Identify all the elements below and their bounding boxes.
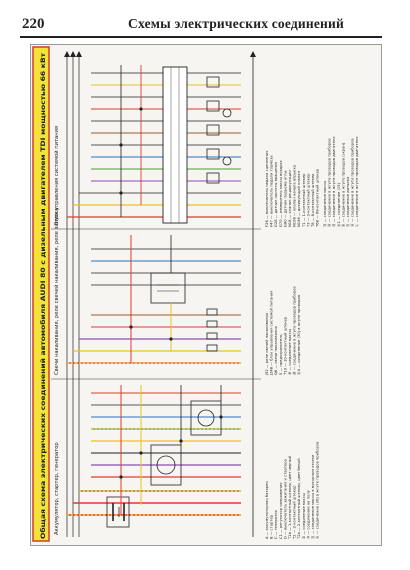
glow-relay-symbol	[150, 272, 186, 304]
power-bus	[64, 51, 82, 537]
legend-item: Т1 — 1-контактный штекер	[302, 173, 306, 228]
legend-item: Ⓐ4 — соединение (30) в жгуте проводов	[296, 295, 301, 375]
legend-item: Т2 — 2-контактный штекер	[293, 485, 297, 540]
alternator-symbol	[190, 400, 222, 436]
legend-item: D — выключатель зажигания и стартера	[283, 459, 287, 539]
legend-item: В — стартер	[270, 514, 274, 539]
legend-item: N18 — клапан рециркуляции	[288, 170, 292, 227]
legend-item: ⑬ — соединение массы	[322, 181, 327, 227]
glow-plugs	[206, 308, 218, 352]
engine-ecu-section	[67, 51, 256, 224]
legend-item: Т10 — 10-контактный штекер	[283, 316, 287, 376]
legend-item: Т68 — 68-контактный штекер	[316, 168, 320, 228]
legend-item: Т3 — 3-контактный штекер	[306, 173, 310, 228]
diagram-title: Общая схема электрических соединений авт…	[39, 53, 47, 539]
legend-item: F26 — выключатель педали сцепления	[265, 151, 269, 227]
legend-item: Ⓑ — соединение в жгуте проводов (экран)	[340, 142, 345, 227]
legend-item: Ⓛ — соединение в жгуте проводов двигател…	[354, 137, 359, 227]
legend-item: ⑭ — соединение в жгуте проводов приборов	[327, 138, 332, 227]
legend-item: J248 — блок управления системой питания	[270, 291, 274, 376]
legend-item: G80 — датчик подъема иглы	[283, 170, 287, 227]
legend-item: S — предохранитель	[279, 334, 283, 375]
legend-item: Q6 — свечи накаливания	[274, 326, 278, 375]
legend-item: С — генератор	[274, 510, 278, 539]
section-label-battery: Аккумулятор, стартер, генератор	[54, 442, 60, 535]
section-label-engine-ecu: Блок управления системой питания	[53, 126, 60, 225]
legend-item: N146 — дозирующий клапан	[297, 170, 301, 227]
legend-item: С1 — регулятор напряжения	[279, 483, 283, 539]
legend-item: Т2а — 2-контактный штекер, цвет белый	[297, 458, 301, 540]
legend-item: Ⓐ — соединение (30) в жгуте проводов при…	[315, 442, 320, 539]
wiring-diagram-sheet: Общая схема электрических соединений авт…	[30, 44, 382, 546]
header-rule	[20, 36, 382, 38]
legend-item: Т8 — 8-контактный штекер	[311, 173, 315, 228]
legend-item: А — аккумуляторная батарея	[265, 481, 269, 539]
starter-symbol	[150, 444, 182, 486]
diagram-title-bar: Общая схема электрических соединений авт…	[32, 46, 50, 542]
legend-item: ⑮ — соединение в жгуте проводов двигател…	[331, 137, 336, 227]
legend-item: N108 — клапан начала впрыска	[293, 165, 297, 227]
legend-item: Ⓓ — соединение датчика	[345, 177, 350, 227]
legend-item: G70 — измеритель массы воздуха	[279, 160, 283, 227]
legend-item: G28 — датчик частоты вращения	[274, 162, 278, 227]
legend-item: Ⓐ1 — соединение (15)	[336, 182, 341, 227]
battery-section	[67, 385, 241, 528]
page-header: 220 Схемы электрических соединений	[0, 0, 410, 40]
legend-item: ③ — соединение на полу	[306, 489, 310, 539]
wiring-diagram: Общая схема электрических соединений авт…	[32, 46, 359, 542]
legend-item: ⑫ — соединение массы в моторном отсеке	[310, 454, 315, 539]
battery-symbol	[106, 496, 130, 528]
page-title: Схемы электрических соединений	[128, 16, 344, 31]
legend-item: ⑧ — соединение массы	[288, 329, 292, 375]
legend-item: ⑳ — соединение в жгуте проводов приборов	[292, 286, 297, 375]
glow-plug-section	[67, 235, 241, 364]
title-bar-background	[32, 46, 50, 542]
ecu-block-symbol	[162, 66, 188, 224]
legend-item: Т1b — 1-контактный штекер, цвет черный	[288, 455, 292, 540]
section-label-glow-plugs: Свечи накаливания, реле свечей накаливан…	[53, 208, 60, 375]
legend-item: ② — соединение массы	[302, 493, 306, 539]
legend-item: F47 — выключатель педали тормоза	[270, 155, 274, 227]
sensors	[206, 76, 232, 184]
page-number: 220	[22, 16, 45, 32]
legend-item: J52 — реле свечей накаливания	[265, 313, 269, 376]
legend-item: Ⓗ — соединение в жгуте проводов приборов	[350, 138, 355, 227]
